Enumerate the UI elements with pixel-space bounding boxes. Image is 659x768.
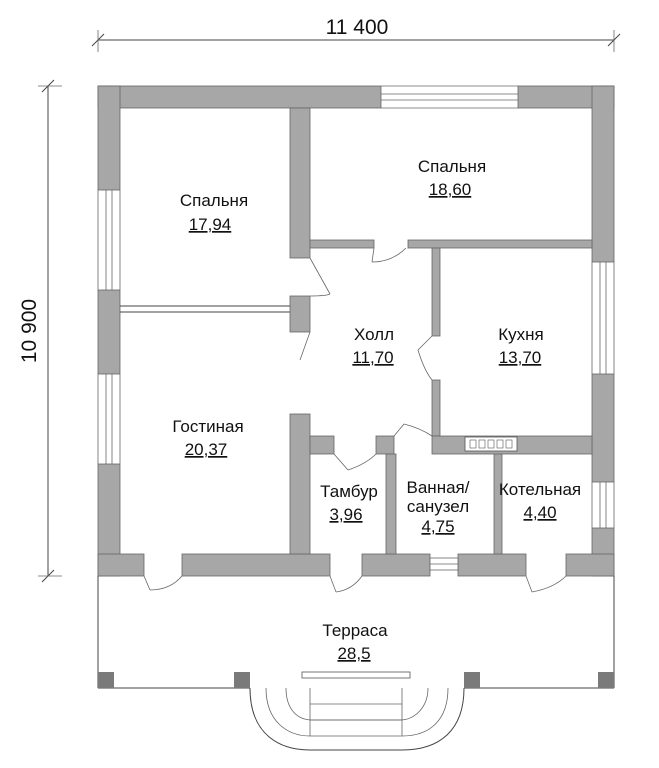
window-left-bedroom bbox=[97, 190, 121, 290]
stove-icon bbox=[464, 436, 518, 452]
height-label: 10 900 bbox=[18, 299, 41, 363]
living-name: Гостиная bbox=[172, 417, 243, 436]
bedroom-left-area: 17,94 bbox=[189, 215, 232, 234]
living-area: 20,37 bbox=[185, 440, 228, 459]
window-bathroom bbox=[429, 557, 459, 571]
terrace-name: Терраса bbox=[322, 621, 388, 640]
bathroom-area: 4,75 bbox=[421, 517, 454, 536]
windows bbox=[97, 85, 615, 571]
bedroom-right-name: Спальня bbox=[418, 157, 486, 176]
entrance-steps bbox=[249, 687, 465, 751]
width-label: 11 400 bbox=[326, 16, 389, 39]
vestibule-area: 3,96 bbox=[329, 505, 362, 524]
kitchen-name: Кухня bbox=[498, 325, 544, 344]
terrace-area: 28,5 bbox=[337, 644, 370, 663]
boiler-name: Котельная bbox=[499, 480, 581, 499]
doors bbox=[143, 247, 567, 593]
dimension-height: 10 900 bbox=[18, 79, 62, 583]
bathroom-name-line1: Ванная/ bbox=[407, 478, 470, 497]
room-labels: Спальня 17,94 Спальня 18,60 Холл 11,70 К… bbox=[172, 157, 581, 663]
hall-name: Холл bbox=[354, 325, 394, 344]
window-left-living bbox=[97, 374, 121, 464]
terrace bbox=[97, 576, 615, 689]
bathroom-name-line2: санузел bbox=[407, 497, 469, 516]
window-right-boiler bbox=[591, 482, 615, 528]
bedroom-right-area: 18,60 bbox=[429, 180, 472, 199]
hall-area: 11,70 bbox=[352, 348, 393, 367]
dimension-width: 11 400 bbox=[91, 16, 621, 52]
window-top bbox=[381, 85, 518, 109]
boiler-area: 4,40 bbox=[523, 503, 556, 522]
outer-walls bbox=[97, 85, 615, 577]
bedroom-left-name: Спальня bbox=[180, 191, 248, 210]
vestibule-name: Тамбур bbox=[320, 482, 378, 501]
window-right-kitchen bbox=[591, 262, 615, 374]
kitchen-area: 13,70 bbox=[499, 348, 542, 367]
